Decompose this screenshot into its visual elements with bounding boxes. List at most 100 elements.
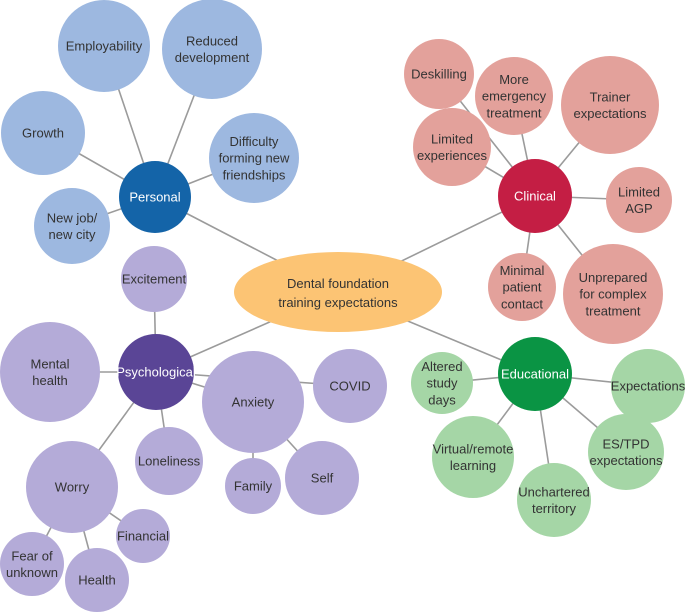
node-shape [118, 334, 194, 410]
node-label-line: Limited [431, 131, 473, 146]
node-shape [58, 0, 150, 92]
node-label-line: forming new [219, 151, 290, 166]
node-label-line: new city [49, 227, 96, 242]
node-label: Mental health [30, 356, 69, 388]
node-shape [411, 352, 473, 414]
node-label: Personal [129, 190, 180, 205]
node-label-line: Virtual/remote [433, 441, 514, 456]
node-shape [135, 427, 203, 495]
node-label: Anxiety [232, 395, 275, 410]
node-label-line: Unchartered [518, 484, 590, 499]
node-shape [162, 0, 262, 99]
node-label-line: training expectations [278, 295, 398, 310]
node-shape [116, 509, 170, 563]
node-label: Expectations [611, 379, 685, 394]
node-label-line: Difficulty [230, 134, 279, 149]
node-anxiety: Anxiety [202, 351, 304, 453]
node-label-line: More [499, 72, 529, 87]
node-label-line: Employability [66, 39, 143, 54]
node-employability: Employability [58, 0, 150, 92]
node-shape [432, 416, 514, 498]
node-label-line: Financial [117, 529, 169, 544]
node-shape [517, 463, 591, 537]
node-reduced-development: Reduced development [162, 0, 262, 99]
node-label-line: Psychological [116, 365, 196, 380]
node-shape [475, 57, 553, 135]
node-covid: COVID [313, 349, 387, 423]
node-excitement: Excitement [121, 246, 187, 312]
node-new-job-city: New job/new city [34, 188, 110, 264]
node-growth: Growth [1, 91, 85, 175]
node-label-line: Loneliness [138, 454, 201, 469]
node-label-line: Trainer [590, 89, 631, 104]
node-shape [563, 244, 663, 344]
node-shape [488, 253, 556, 321]
node-label: Health [78, 573, 116, 588]
node-label-line: Mental [30, 356, 69, 371]
node-shape [498, 159, 572, 233]
node-shape [209, 113, 299, 203]
node-label-line: friendships [223, 167, 286, 182]
node-label-line: health [32, 373, 67, 388]
node-shape [225, 458, 281, 514]
node-shape [202, 351, 304, 453]
node-label: Reduced development [175, 33, 250, 65]
node-label-line: Reduced [186, 33, 238, 48]
node-deskilling: Deskilling [404, 39, 474, 109]
node-worry: Worry [26, 441, 118, 533]
node-shape [234, 252, 442, 332]
node-shape [498, 337, 572, 411]
node-label-line: unknown [6, 565, 58, 580]
node-label-line: days [428, 392, 456, 407]
node-label-line: Deskilling [411, 67, 467, 82]
node-label: Self [311, 471, 334, 486]
node-limited-experiences: Limited experiences [413, 108, 491, 186]
node-label-line: Altered [421, 359, 462, 374]
node-label: Limited experiences [417, 131, 488, 163]
node-label-line: Self [311, 471, 334, 486]
node-label-line: treatment [586, 303, 641, 318]
node-label: Trainer expectations [574, 89, 647, 121]
node-mental-health: Mental health [0, 322, 100, 422]
node-label-line: Unprepared [579, 270, 648, 285]
node-label: Financial [117, 529, 169, 544]
node-shape [0, 322, 100, 422]
node-label-line: development [175, 50, 250, 65]
node-label-line: treatment [487, 105, 542, 120]
node-label-line: contact [501, 296, 543, 311]
node-shape [611, 349, 685, 423]
node-label-line: Personal [129, 190, 180, 205]
node-label-line: emergency [482, 89, 547, 104]
node-label-line: for complex [579, 287, 647, 302]
node-label: Clinical [514, 189, 556, 204]
node-label-line: expectations [574, 106, 647, 121]
node-label-line: Minimal [500, 263, 545, 278]
node-label: New job/new city [47, 210, 98, 242]
node-label-line: experiences [417, 148, 488, 163]
node-psychological: Psychological [116, 334, 196, 410]
node-expectations: Expectations [611, 349, 685, 423]
node-shape [0, 532, 64, 596]
node-loneliness: Loneliness [135, 427, 203, 495]
node-label-line: Anxiety [232, 395, 275, 410]
node-label-line: Health [78, 573, 116, 588]
node-label: Worry [55, 480, 90, 495]
node-shape [313, 349, 387, 423]
node-label-line: Expectations [611, 379, 685, 394]
node-shape [119, 161, 191, 233]
node-label-line: study [426, 376, 458, 391]
